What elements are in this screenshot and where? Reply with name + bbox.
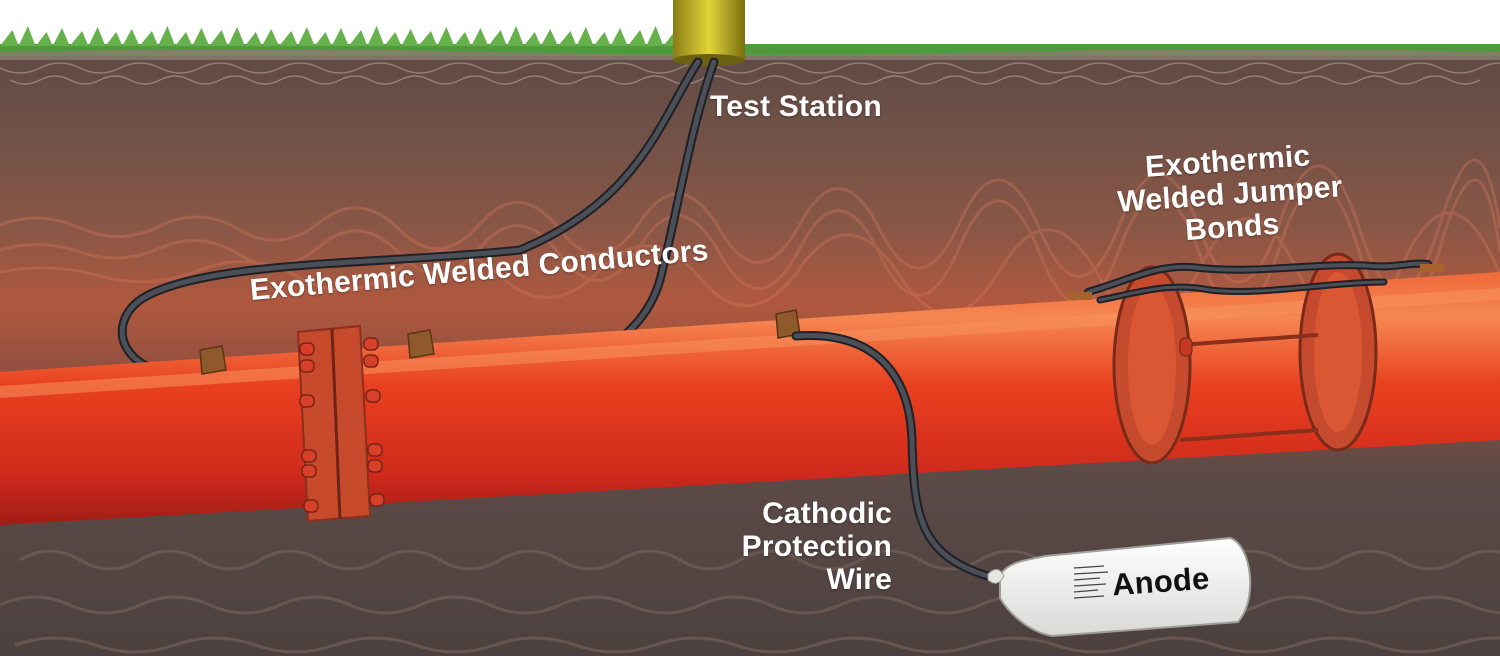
test-station-post-icon bbox=[673, 0, 745, 66]
anode-bag-icon bbox=[987, 536, 1252, 638]
test-station-label: Test Station bbox=[710, 90, 882, 123]
subsoil-stones bbox=[0, 549, 1500, 654]
cathodic-wire-line: Protection bbox=[741, 530, 892, 563]
cathodic-wire-line: Cathodic bbox=[762, 497, 892, 530]
pipe-flange bbox=[296, 324, 385, 523]
root-texture bbox=[0, 62, 1500, 85]
cathodic-protection-wire bbox=[791, 331, 1007, 585]
anode-label: Anode bbox=[1110, 560, 1211, 603]
flange-bolt-icon bbox=[299, 337, 385, 513]
weld-lug-icon bbox=[199, 309, 801, 375]
grass-icon bbox=[0, 26, 1500, 60]
pipe-coupling bbox=[1112, 252, 1378, 465]
cathodic-wire-line: Wire bbox=[826, 563, 892, 596]
cathodic-wire-label: Cathodic Protection Wire bbox=[742, 497, 892, 596]
jumper-bonds-label: Exothermic Welded Jumper Bonds bbox=[1105, 137, 1355, 253]
jumper-bond-wires bbox=[1068, 259, 1444, 304]
